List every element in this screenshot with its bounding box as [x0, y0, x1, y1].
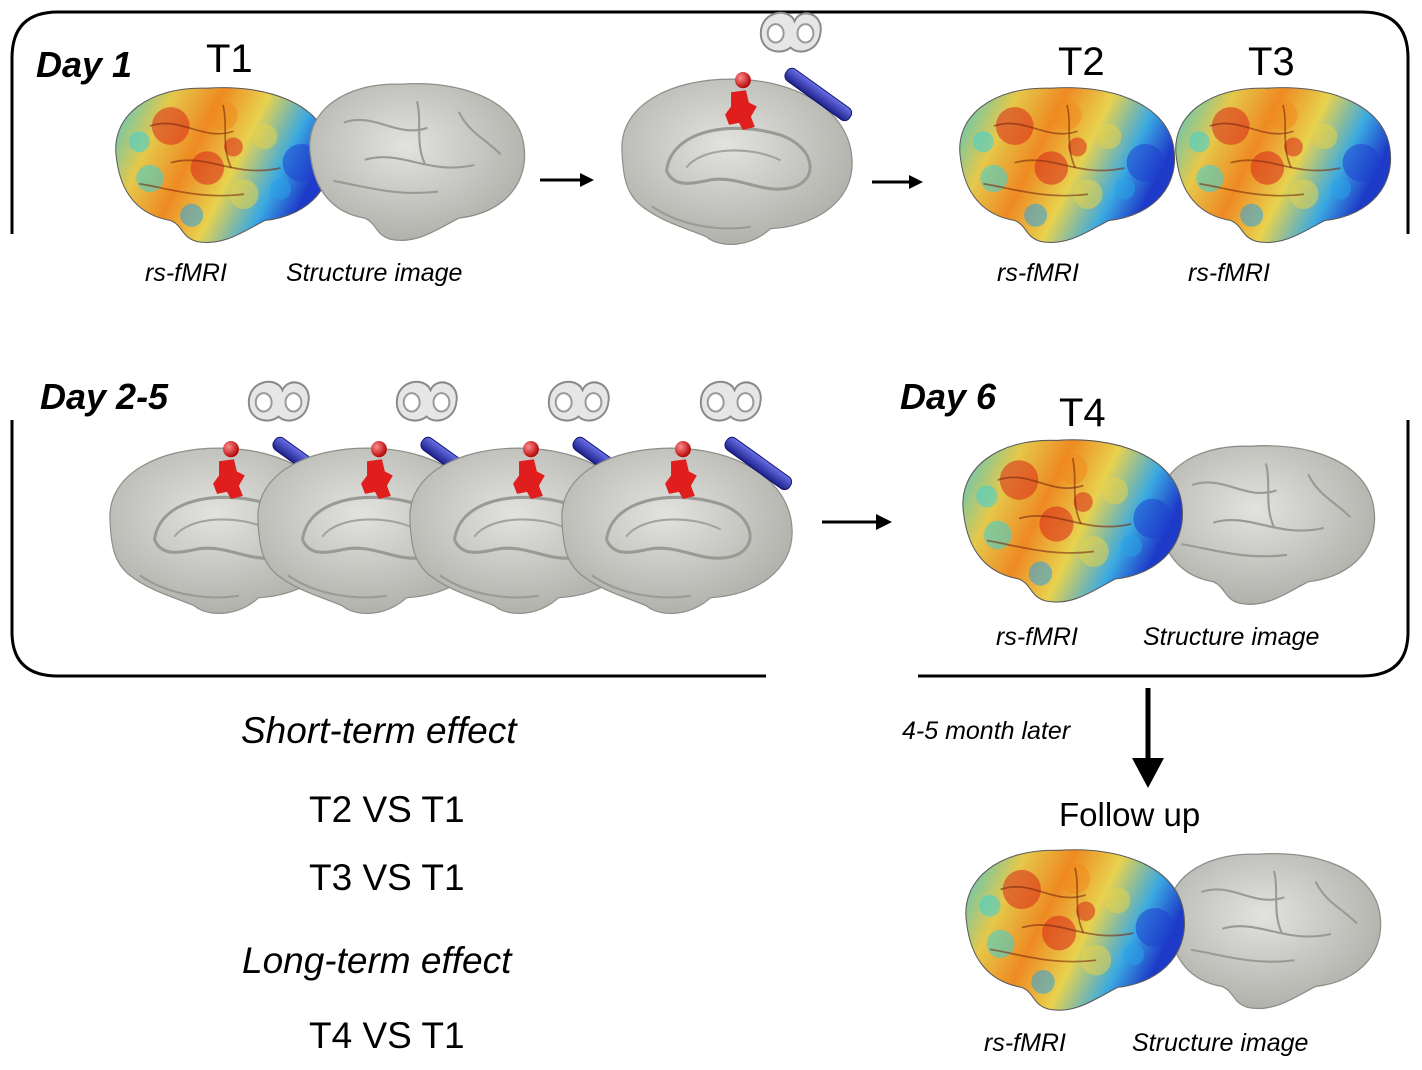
stimulation-target-marker	[725, 71, 757, 130]
stimulation-target-marker	[361, 440, 393, 499]
t3-label: T3	[1248, 40, 1295, 84]
stimulation-target-marker	[213, 440, 245, 499]
day2-5-panel-frame	[10, 420, 766, 678]
caption-rs-fmri-follow-up: rs-fMRI	[984, 1029, 1066, 1057]
brain-gray-medial	[561, 380, 793, 615]
day1-label: Day 1	[36, 44, 133, 85]
tms-coil-icon	[759, 11, 853, 122]
brain-gray-lateral	[309, 83, 526, 242]
day6-panel-frame	[918, 420, 1410, 678]
day6-label: Day 6	[900, 376, 997, 417]
brain-heatmap-lateral	[1175, 87, 1392, 244]
brain-gray-lateral	[1167, 853, 1382, 1010]
arrow-right-icon	[872, 175, 923, 189]
arrow-down-icon	[1132, 688, 1164, 788]
tms-coil-icon	[699, 380, 793, 491]
stimulation-target-marker	[513, 440, 545, 499]
arrow-right-icon	[822, 514, 892, 530]
comparison-t3-vs-t1: T3 VS T1	[309, 857, 465, 898]
caption-structure-image-day6: Structure image	[1143, 623, 1320, 651]
caption-rs-fmri-t3: rs-fMRI	[1188, 259, 1270, 287]
brain-gray-medial	[621, 11, 853, 246]
comparison-t2-vs-t1: T2 VS T1	[309, 789, 465, 830]
arrow-right-icon	[540, 173, 594, 187]
day2-5-label: Day 2-5	[40, 376, 169, 417]
brain-heatmap-lateral	[115, 87, 332, 244]
brain-heatmap-lateral	[965, 849, 1185, 1011]
caption-structure-image-day1: Structure image	[286, 259, 463, 287]
stimulation-target-marker	[665, 440, 697, 499]
caption-structure-image-follow-up: Structure image	[1132, 1029, 1309, 1057]
brain-heatmap-lateral	[962, 439, 1183, 603]
brain-gray-lateral	[1157, 445, 1376, 605]
comparison-t4-vs-t1: T4 VS T1	[309, 1015, 465, 1056]
long-term-effect-title: Long-term effect	[242, 940, 512, 981]
caption-rs-fmri-t1: rs-fMRI	[145, 259, 227, 287]
brain-heatmap-lateral	[959, 87, 1176, 244]
follow-up-interval-label: 4-5 month later	[902, 717, 1071, 745]
t2-label: T2	[1058, 40, 1105, 84]
caption-rs-fmri-t2: rs-fMRI	[997, 259, 1079, 287]
t4-label: T4	[1059, 391, 1106, 435]
short-term-effect-title: Short-term effect	[241, 710, 517, 751]
follow-up-title: Follow up	[1059, 796, 1201, 833]
t1-label: T1	[206, 37, 253, 81]
day1-panel-frame	[10, 10, 1410, 234]
caption-rs-fmri-t4: rs-fMRI	[996, 623, 1078, 651]
